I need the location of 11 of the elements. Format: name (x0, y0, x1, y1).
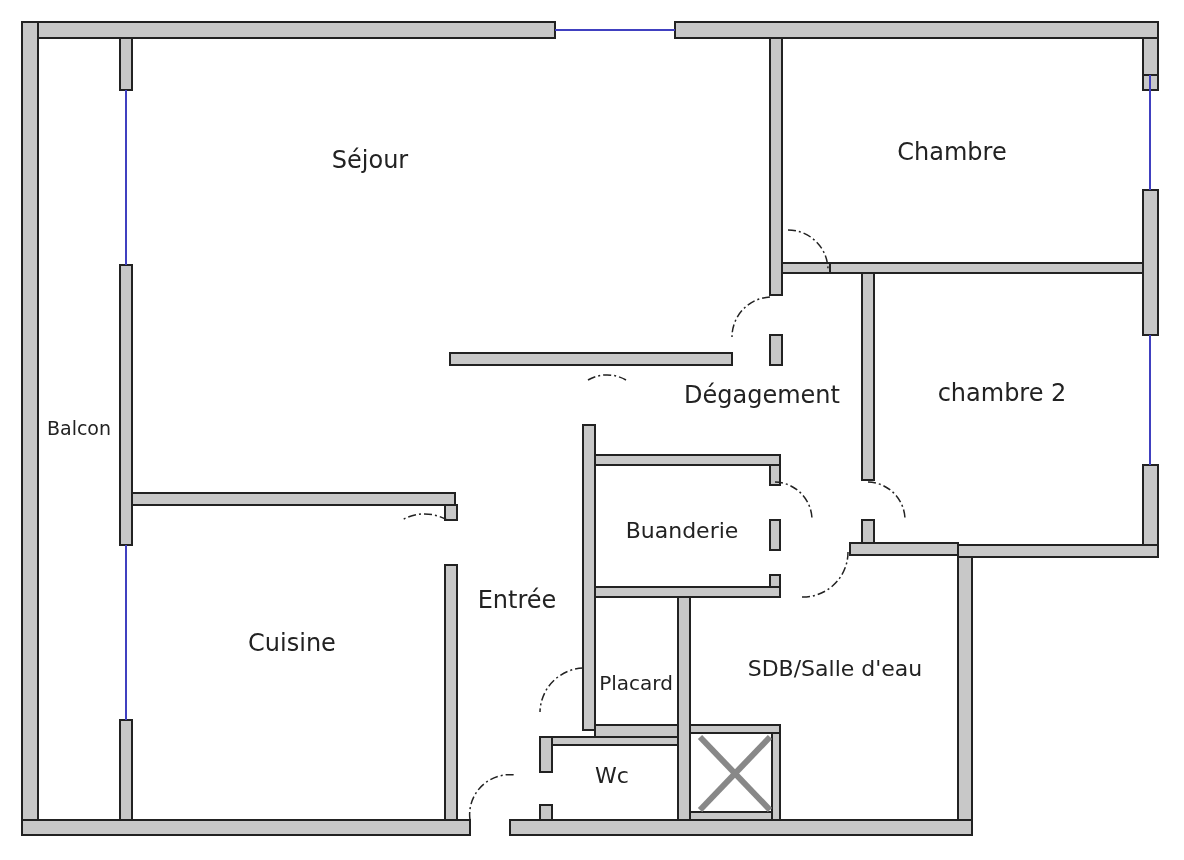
room-label: Cuisine (248, 629, 336, 657)
room-label: Chambre (897, 138, 1007, 166)
room-label: Placard (599, 671, 673, 695)
room-label: Balcon (46, 417, 112, 439)
room-label: Wc (595, 762, 629, 788)
room-label: chambre 2 (937, 379, 1067, 407)
room-label: Séjour (331, 146, 409, 174)
room-label: Buanderie (625, 517, 739, 543)
room-label: Entrée (477, 586, 557, 614)
room-label: Dégagement (684, 381, 840, 409)
room-label: SDB/Salle d'eau (747, 655, 923, 681)
